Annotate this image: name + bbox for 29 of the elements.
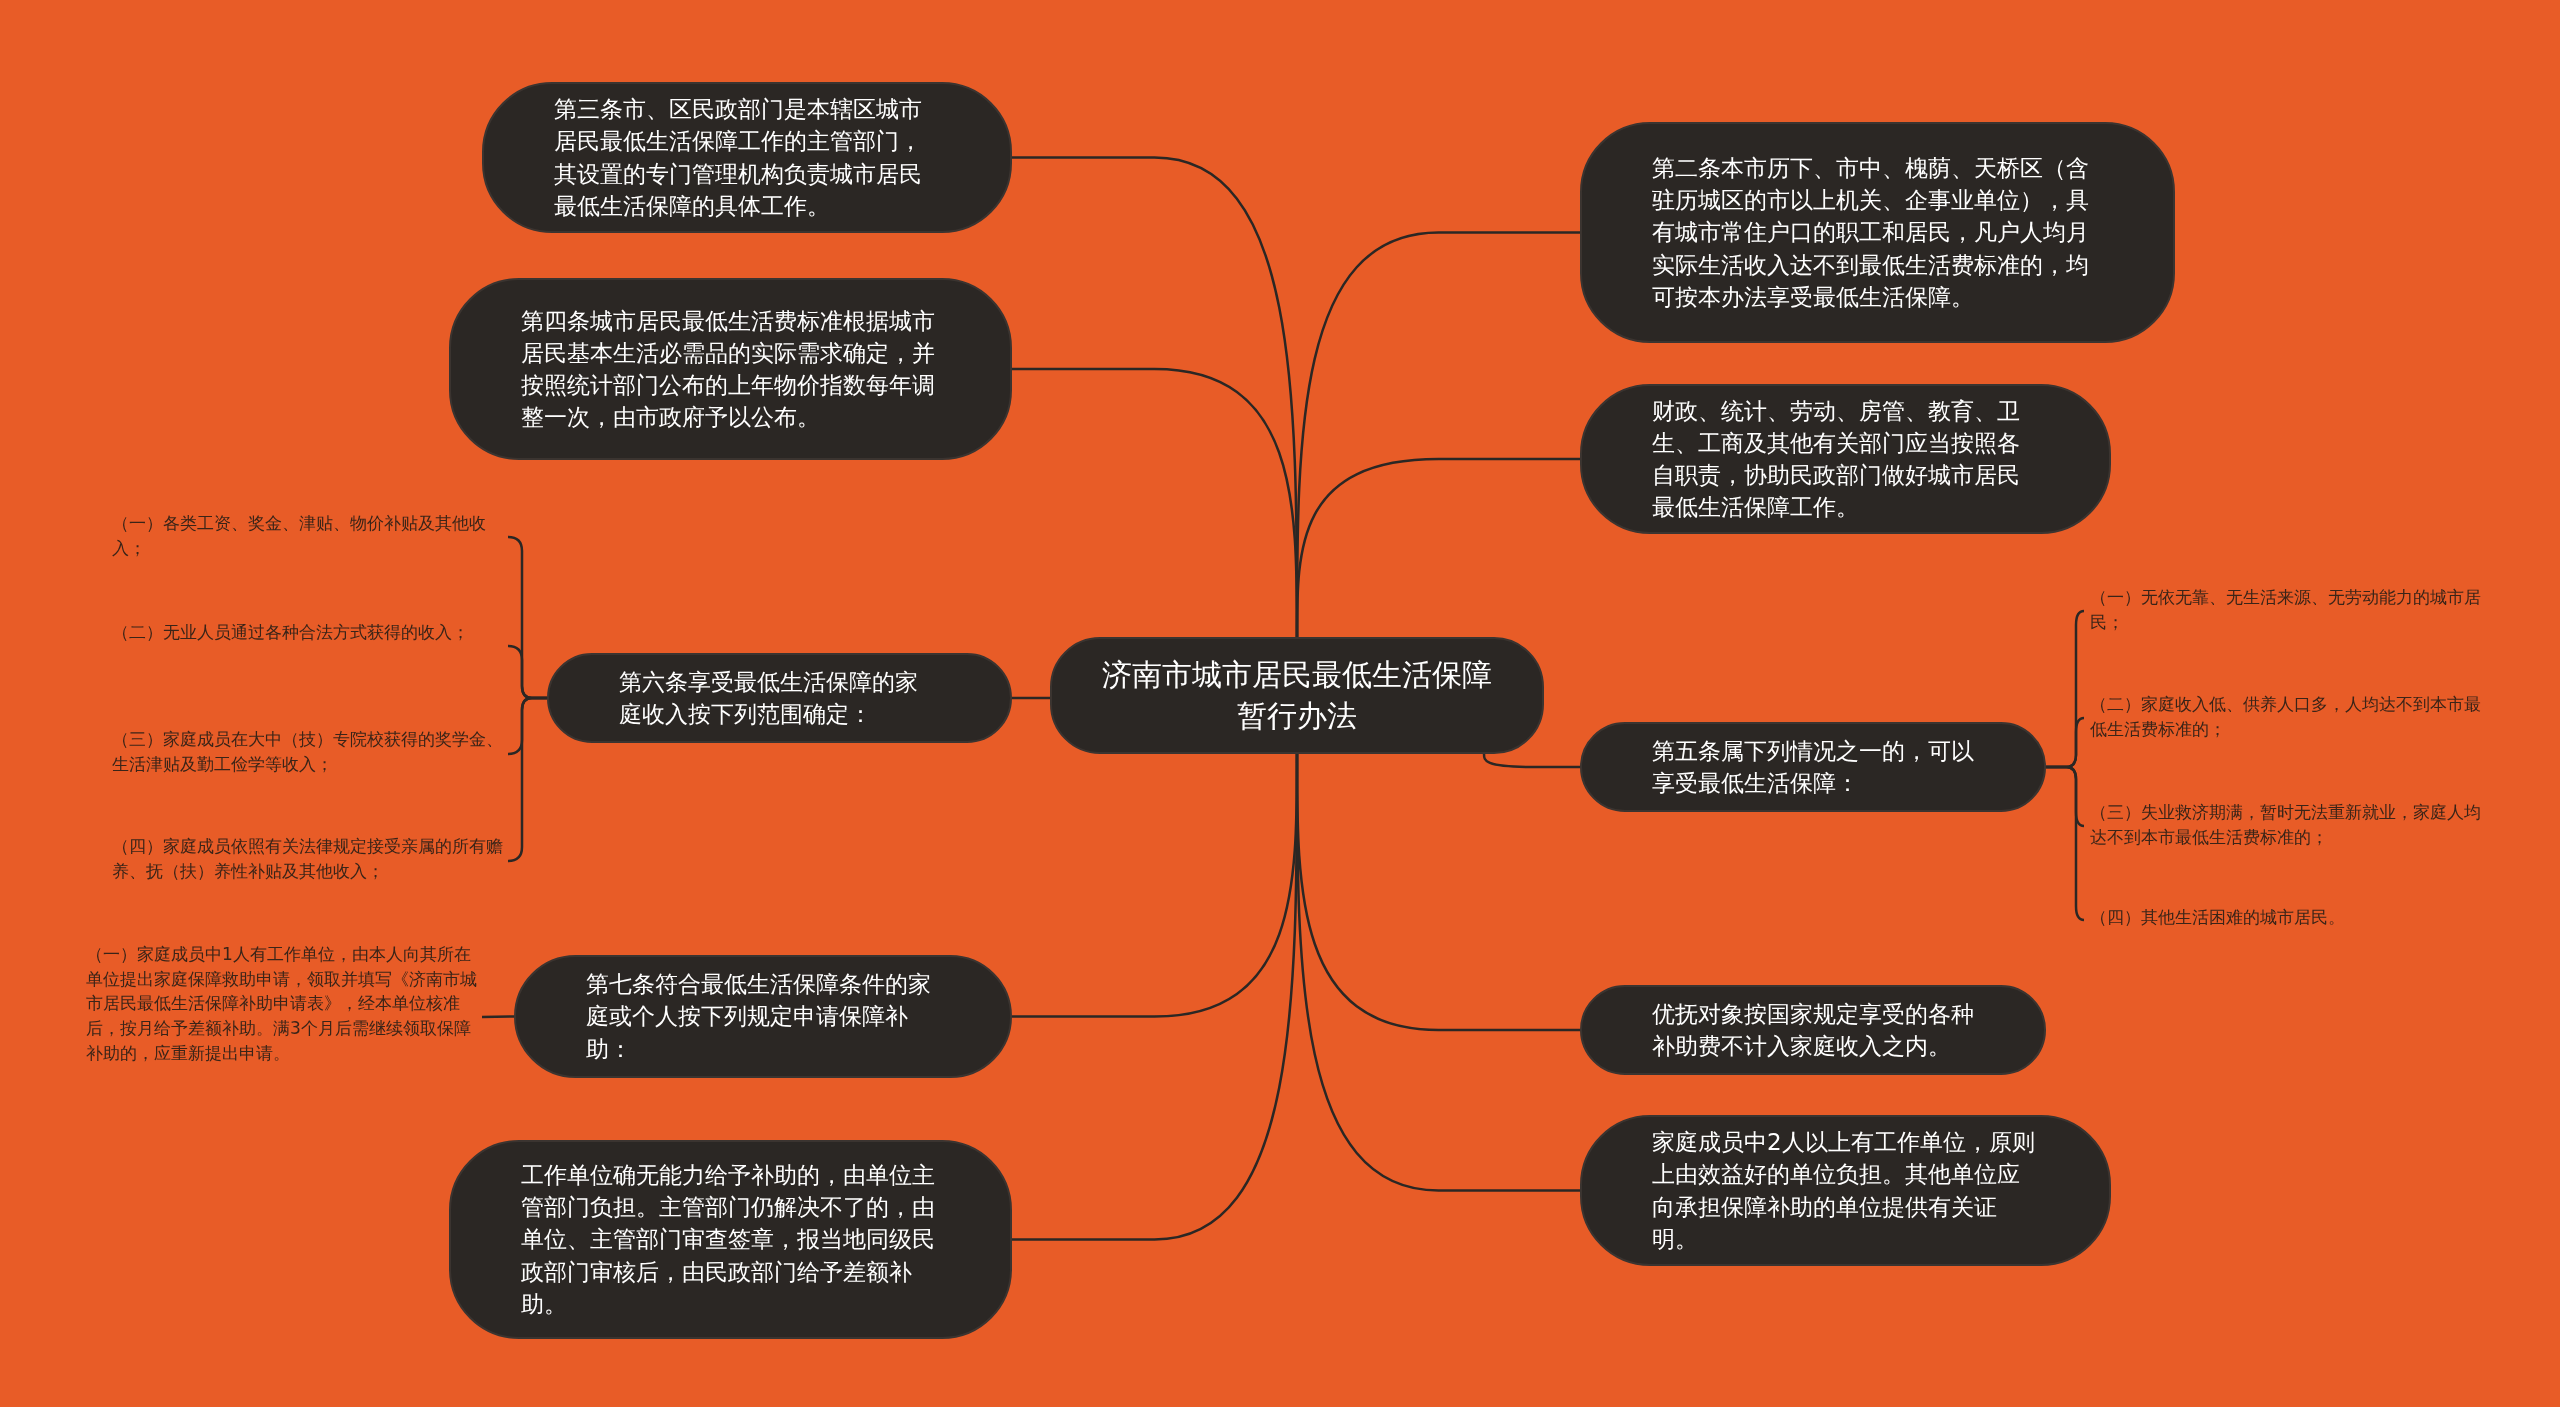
topic-pill (1580, 122, 2175, 343)
connector-line (1295, 754, 1580, 1192)
topic-text: 第七条符合最低生活保障条件的家庭或个人按下列规定申请保障补助： (586, 970, 932, 1064)
list-item-text: （二）无业人员通过各种合法方式获得的收入； (112, 620, 504, 672)
list-item-text: （三）家庭成员在大中（技）专院校获得的奖学金、生活津贴及勤工俭学等收入； (112, 727, 504, 781)
list-item-text: （一）无依无靠、无生活来源、无劳动能力的城市居民； (2090, 585, 2482, 637)
topic-text: 第六条享受最低生活保障的家庭收入按下列范围确定： (619, 667, 919, 729)
list-item-text: （一）各类工资、奖金、津贴、物价补贴及其他收入； (112, 511, 504, 563)
list-item-text: （四）其他生活困难的城市居民。 (2090, 905, 2482, 935)
topic-pill (449, 1140, 1012, 1339)
topic-text: 家庭成员中2人以上有工作单位，原则上由效益好的单位负担。其他单位应向承担保障补助的单位提供有关证明。 (1652, 1128, 2036, 1254)
list-item-text: （四）家庭成员依照有关法律规定接受亲属的所有赡养、抚（扶）养性补贴及其他收入； (112, 834, 504, 888)
connector-line (1482, 753, 1580, 769)
connector-line (2046, 765, 2085, 922)
list-item-text: （三）失业救济期满，暂时无法重新就业，家庭人均达不到本市最低生活费标准的； (2090, 800, 2482, 852)
connector-line (507, 696, 547, 863)
topic-text: 财政、统计、劳动、房管、教育、卫生、工商及其他有关部门应当按照各自职责，协助民政部门做好城市居民最低生活保障工作。 (1652, 396, 2021, 523)
topic-text: 工作单位确无能力给予补助的，由单位主管部门负担。主管部门仍解决不了的，由单位、主管部门审查签章，报当地同级民政部门审核后，由民政部门给予差额补助。 (521, 1161, 936, 1319)
connector-line (1012, 696, 1050, 700)
topic-text: 第五条属下列情况之一的，可以享受最低生活保障： (1652, 736, 1974, 798)
list-item-text: （二）家庭收入低、供养人口多，人均达不到本市最低生活费标准的； (2090, 692, 2482, 744)
connector-line (1295, 457, 1580, 637)
connector-line (481, 1015, 515, 1019)
list-item-text: （一）家庭成员中1人有工作单位，由本人向其所在单位提出家庭保障救助申请，领取并填写《济南市城市居民最低生活保障补助申请表》，经本单位核准后，按月给予差额补助。满3个月后需继续领取保障补助的，应重新提出申请。 (86, 942, 478, 1092)
topic-text: 第四条城市居民最低生活费标准根据城市居民基本生活必需品的实际需求确定，并按照统计部门公布的上年物价指数每年调整一次，由市政府予以公布。 (521, 306, 936, 433)
topic-text: 第二条本市历下、市中、槐荫、天桥区（含驻历城区的市以上机关、企事业单位），具有城市常住户口的职工和居民，凡户人均月实际生活收入达不到最低生活费标准的，均可按本办法享受最低生活保障。 (1652, 154, 2090, 312)
topic-text: 第三条市、区民政部门是本辖区城市居民最低生活保障工作的主管部门，其设置的专门管理机构负责城市居民最低生活保障的具体工作。 (554, 95, 923, 221)
topic-text: 优抚对象按国家规定享受的各种补助费不计入家庭收入之内。 (1652, 999, 1974, 1061)
central-topic-text: 济南市城市居民最低生活保障暂行办法 (1101, 656, 1493, 735)
